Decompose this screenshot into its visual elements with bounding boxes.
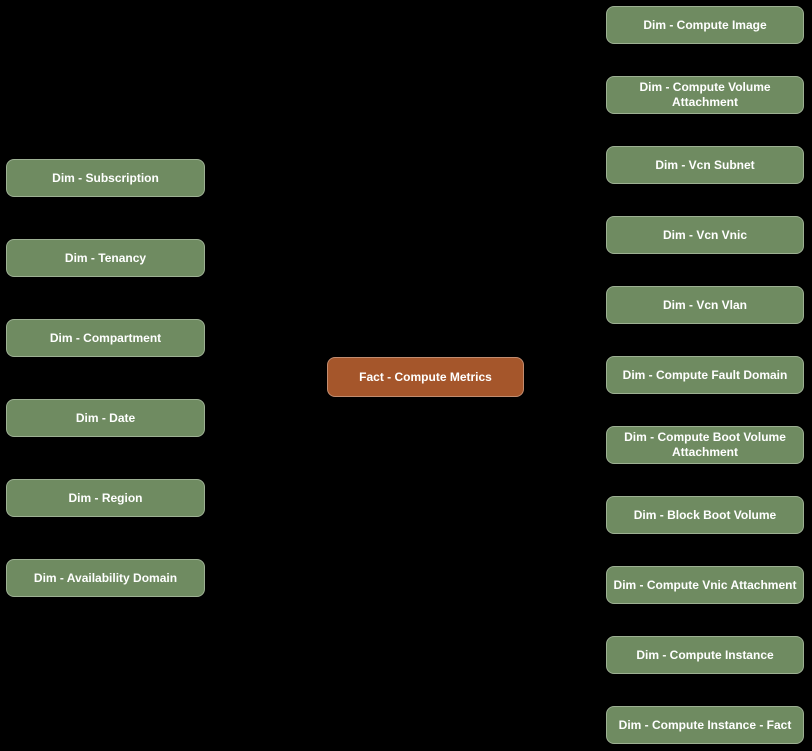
right-dimension-column: Dim - Compute Image Dim - Compute Volume… bbox=[606, 6, 804, 744]
node-dim-compartment[interactable]: Dim - Compartment bbox=[6, 319, 205, 357]
node-dim-compute-boot-volume-attachment[interactable]: Dim - Compute Boot Volume Attachment bbox=[606, 426, 804, 464]
node-dim-compute-instance[interactable]: Dim - Compute Instance bbox=[606, 636, 804, 674]
node-dim-subscription[interactable]: Dim - Subscription bbox=[6, 159, 205, 197]
node-label: Dim - Vcn Subnet bbox=[655, 157, 755, 172]
node-fact-compute-metrics[interactable]: Fact - Compute Metrics bbox=[327, 357, 524, 397]
node-dim-compute-vnic-attachment[interactable]: Dim - Compute Vnic Attachment bbox=[606, 566, 804, 604]
node-label: Dim - Compute Instance bbox=[636, 647, 774, 662]
node-label: Dim - Vcn Vnic bbox=[662, 227, 748, 242]
node-label: Fact - Compute Metrics bbox=[359, 369, 492, 384]
node-label: Dim - Date bbox=[75, 410, 136, 425]
node-dim-compute-fault-domain[interactable]: Dim - Compute Fault Domain bbox=[606, 356, 804, 394]
node-label: Dim - Compute Volume Attachment bbox=[639, 80, 771, 109]
node-dim-vcn-vlan[interactable]: Dim - Vcn Vlan bbox=[606, 286, 804, 324]
node-label: Dim - Compute Boot Volume Attachment bbox=[624, 430, 786, 459]
node-label: Dim - Compute Vnic Attachment bbox=[613, 577, 797, 592]
node-label: Dim - Compute Instance - Fact bbox=[618, 717, 792, 732]
node-label: Dim - Compute Image bbox=[643, 17, 767, 32]
node-label: Dim - Region bbox=[68, 490, 143, 505]
node-label: Dim - Compartment bbox=[49, 330, 162, 345]
node-dim-compute-instance-fact[interactable]: Dim - Compute Instance - Fact bbox=[606, 706, 804, 744]
node-label: Dim - Vcn Vlan bbox=[662, 297, 748, 312]
node-dim-block-boot-volume[interactable]: Dim - Block Boot Volume bbox=[606, 496, 804, 534]
node-dim-region[interactable]: Dim - Region bbox=[6, 479, 205, 517]
node-dim-vcn-vnic[interactable]: Dim - Vcn Vnic bbox=[606, 216, 804, 254]
node-dim-tenancy[interactable]: Dim - Tenancy bbox=[6, 239, 205, 277]
left-dimension-column: Dim - Subscription Dim - Tenancy Dim - C… bbox=[6, 159, 205, 597]
node-dim-date[interactable]: Dim - Date bbox=[6, 399, 205, 437]
node-dim-compute-volume-attachment[interactable]: Dim - Compute Volume Attachment bbox=[606, 76, 804, 114]
node-dim-compute-image[interactable]: Dim - Compute Image bbox=[606, 6, 804, 44]
node-dim-availability-domain[interactable]: Dim - Availability Domain bbox=[6, 559, 205, 597]
node-label: Dim - Compute Fault Domain bbox=[622, 367, 788, 382]
node-label: Dim - Tenancy bbox=[64, 250, 147, 265]
node-label: Dim - Availability Domain bbox=[33, 570, 178, 585]
node-label: Dim - Subscription bbox=[52, 170, 159, 185]
node-label: Dim - Block Boot Volume bbox=[633, 507, 777, 522]
node-dim-vcn-subnet[interactable]: Dim - Vcn Subnet bbox=[606, 146, 804, 184]
